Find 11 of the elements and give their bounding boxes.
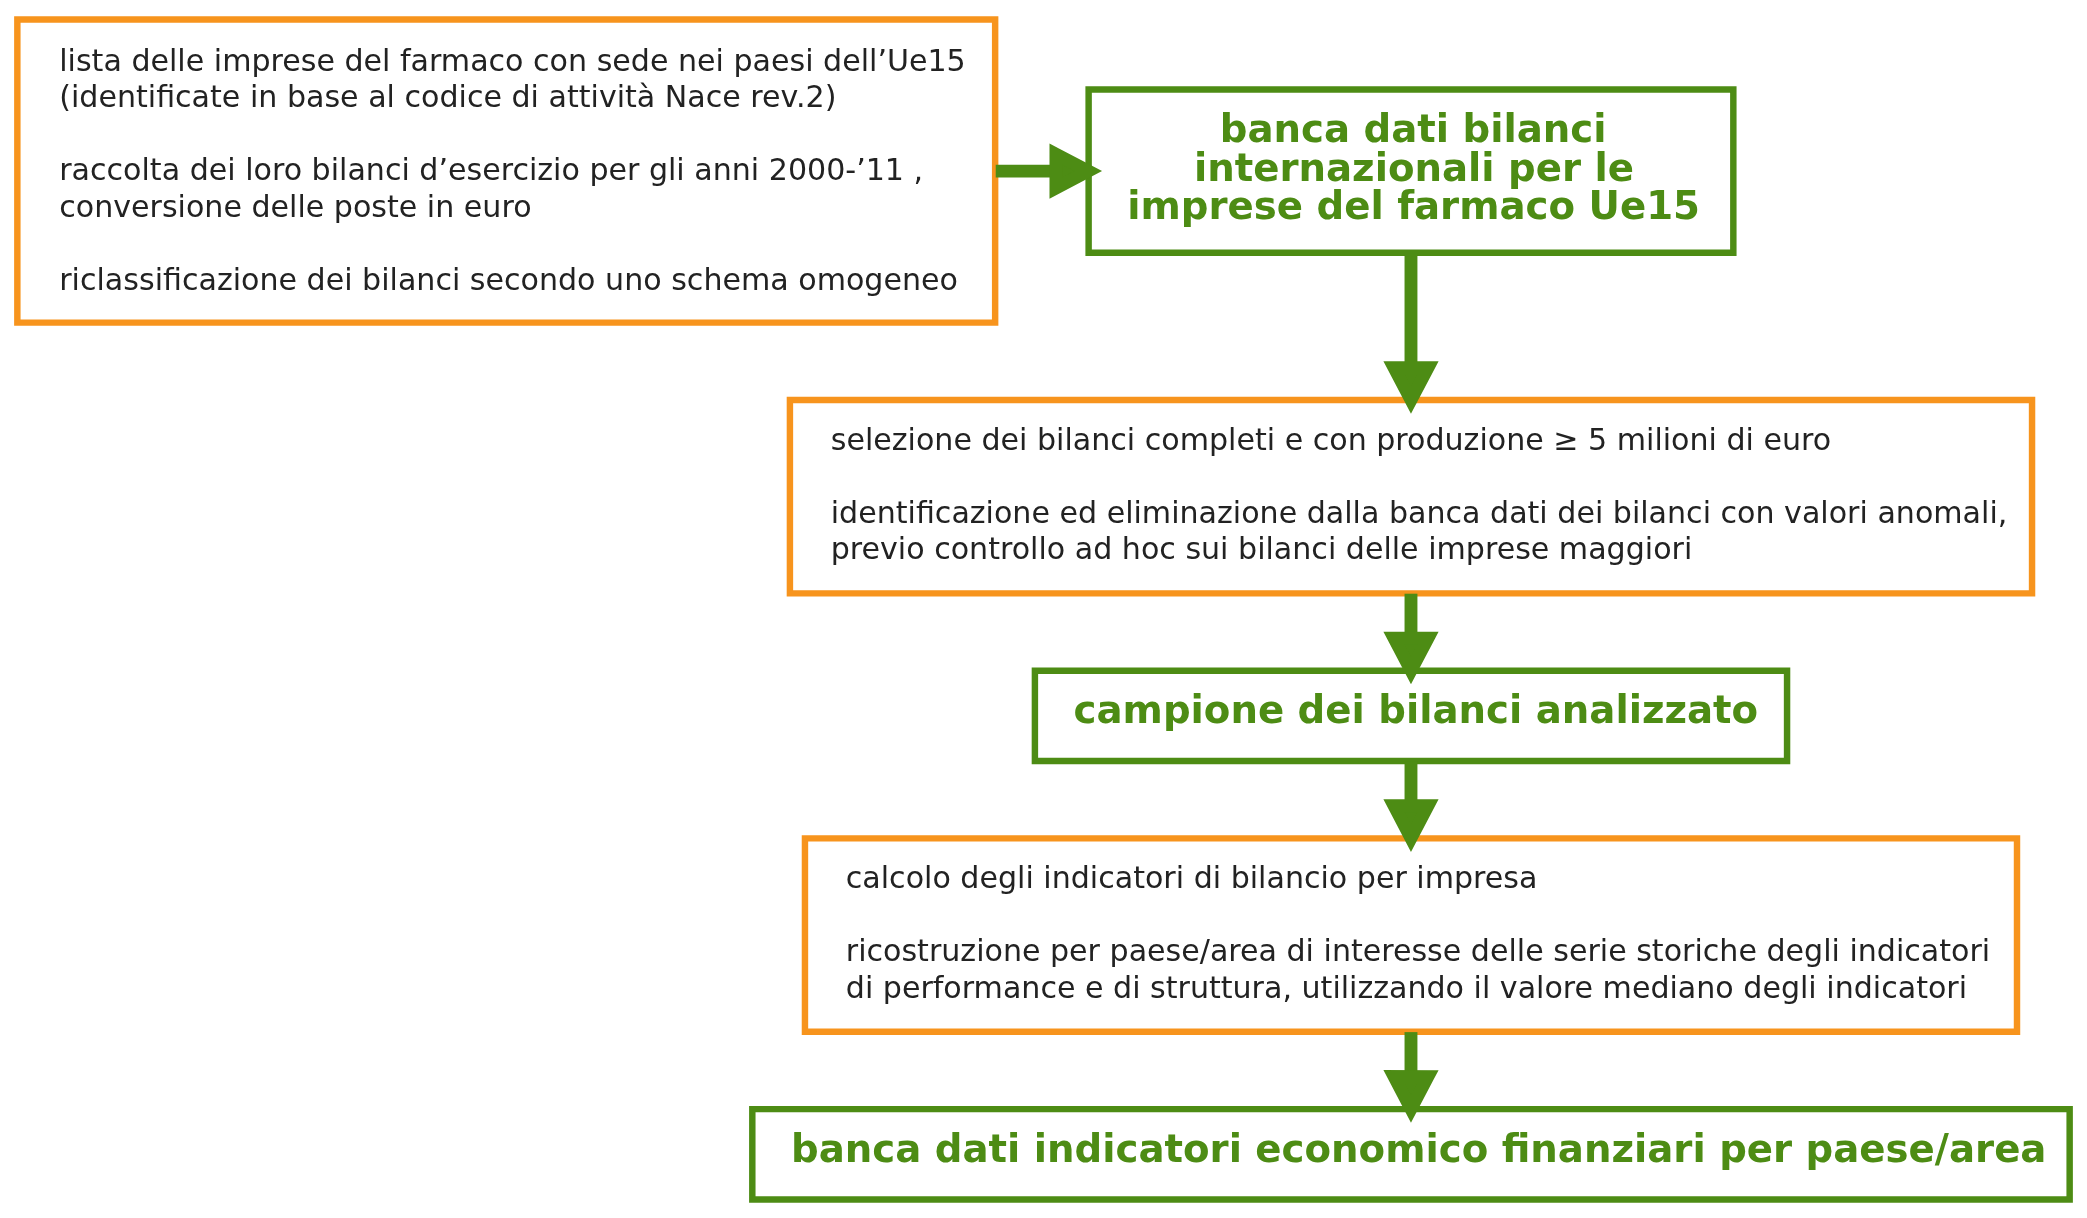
arrow [1383, 761, 1439, 852]
arrow [995, 143, 1103, 199]
node-box: lista delle imprese del farmaco con sede nei paesi dell’Ue15 (identificate in base al codice di attività Nace rev.2) raccolta dei loro bilanci d’esercizio per gli anni 2000-’11 , conversione delle poste in euro riclassificazione dei bilanci secondo uno schema omogeneo [14, 15, 999, 326]
arrow [1383, 1031, 1439, 1123]
node-box: campione dei bilanci analizzato [1031, 667, 1791, 764]
node-box: selezione dei bilanci completi e con produzione ≥ 5 milioni di euro identificazione ed eliminazione dalla banca dati dei bilanci con valori anomali, previo controllo ad hoc sui bilanci delle imprese maggiori [786, 396, 2036, 597]
arrow [1383, 253, 1439, 414]
node-box: calcolo degli indicatori di bilancio per impresa ricostruzione per paese/area di interesse delle serie storiche degli indicatori di performance e di struttura, utilizzando il valore mediano degli indicatori [801, 834, 2021, 1035]
arrow [1383, 593, 1439, 684]
node-box: banca dati indicatori economico finanziari per paese/area [749, 1105, 2073, 1203]
node-box: banca dati bilanci internazionali per le imprese del farmaco Ue15 [1085, 85, 1737, 256]
